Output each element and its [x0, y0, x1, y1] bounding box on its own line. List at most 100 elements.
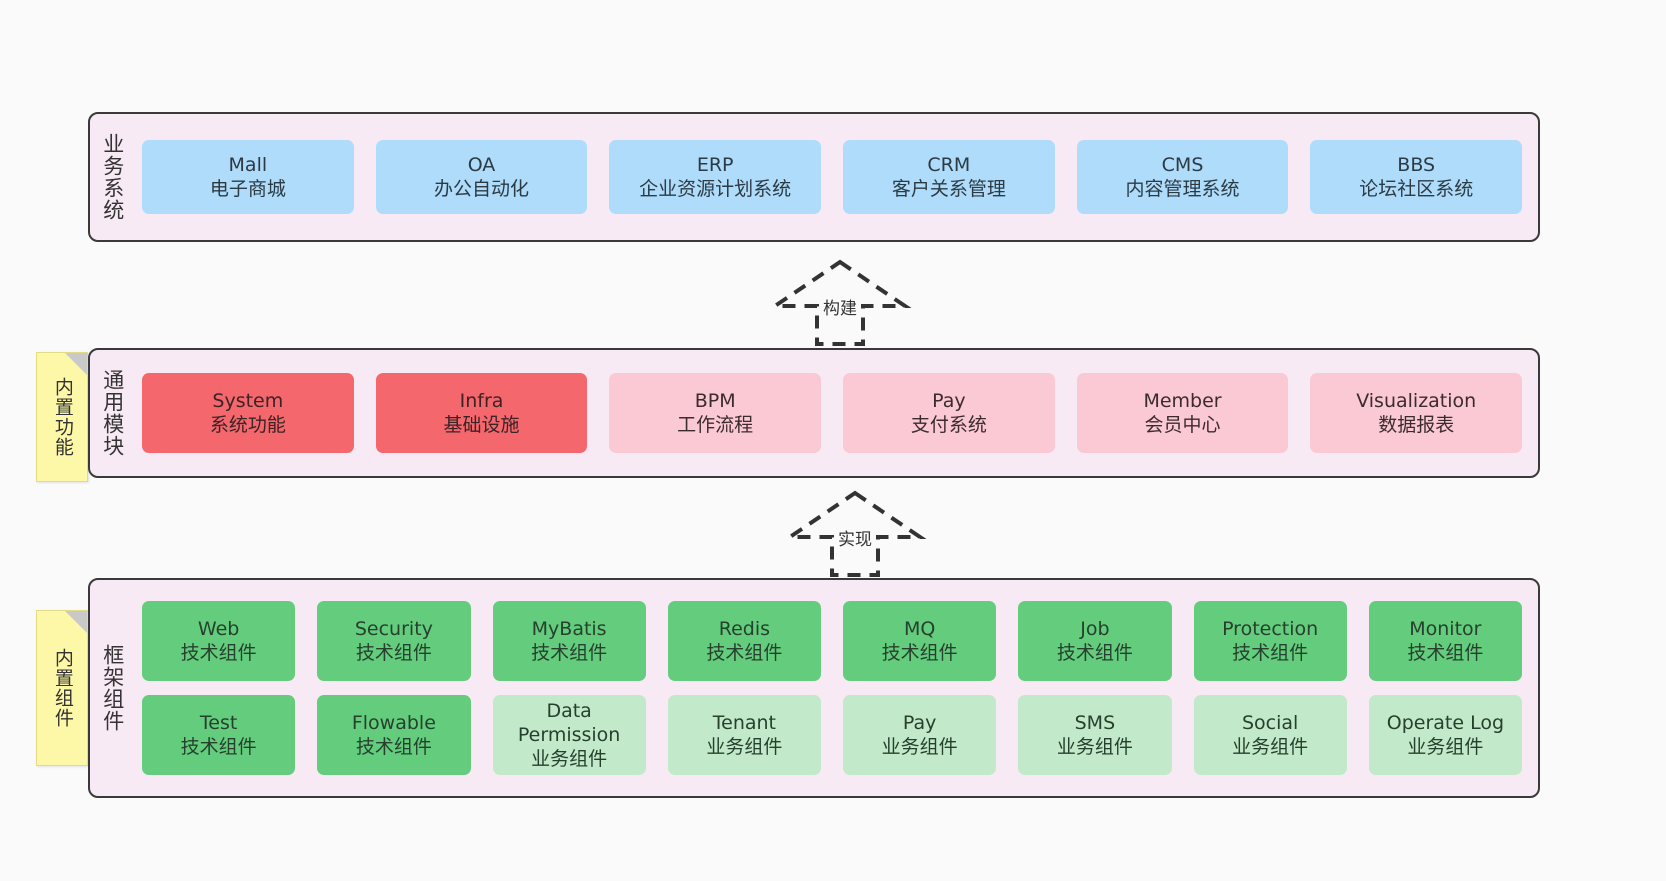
card-subtitle: 系统功能	[209, 414, 286, 436]
card-operate-log[interactable]: Operate Log 业务组件	[1368, 695, 1522, 775]
card-social[interactable]: Social 业务组件	[1193, 695, 1347, 775]
card-oa[interactable]: OA 办公自动化	[375, 140, 588, 214]
layer-common-modules: 通用模块 System 系统功能 Infra 基础设施 BPM 工作流程 Pay…	[88, 348, 1540, 478]
card-subtitle: 会员中心	[1144, 414, 1221, 436]
card-crm[interactable]: CRM 客户关系管理	[843, 140, 1055, 214]
card-job[interactable]: Job 技术组件	[1018, 601, 1172, 681]
note-fold-corner-icon	[65, 611, 87, 633]
card-title: Flowable	[351, 711, 436, 734]
card-subtitle: 业务组件	[1232, 736, 1309, 758]
card-erp[interactable]: ERP 企业资源计划系统	[609, 140, 822, 214]
card-title: Visualization	[1356, 389, 1477, 412]
card-title: Data Permission	[517, 699, 621, 746]
card-subtitle: 技术组件	[180, 736, 257, 758]
layer-framework-components: 框架组件 Web 技术组件 Security 技术组件 MyBatis 技术组件…	[88, 578, 1540, 798]
card-bpm[interactable]: BPM 工作流程	[609, 373, 822, 453]
common-card-row: System 系统功能 Infra 基础设施 BPM 工作流程 Pay 支付系统…	[142, 373, 1523, 453]
card-subtitle: 技术组件	[1056, 642, 1133, 664]
card-mall[interactable]: Mall 电子商城	[142, 140, 354, 214]
arrow-implement: 实现	[770, 487, 940, 579]
arrow-build-icon	[768, 259, 912, 346]
card-mybatis[interactable]: MyBatis 技术组件	[492, 601, 646, 681]
card-subtitle: 技术组件	[531, 642, 608, 664]
layer-common-title: 通用模块	[100, 369, 125, 457]
card-redis[interactable]: Redis 技术组件	[667, 601, 821, 681]
arrow-implement-label: 实现	[838, 530, 872, 550]
card-bbs[interactable]: BBS 论坛社区系统	[1310, 140, 1523, 214]
card-data-permission[interactable]: Data Permission 业务组件	[492, 695, 646, 775]
card-title: Test	[199, 711, 238, 734]
layer-business-title: 业务系统	[100, 133, 125, 221]
card-security[interactable]: Security 技术组件	[317, 601, 471, 681]
card-subtitle: 技术组件	[180, 642, 257, 664]
card-web[interactable]: Web 技术组件	[142, 601, 296, 681]
card-subtitle: 技术组件	[355, 642, 432, 664]
card-subtitle: 业务组件	[1056, 736, 1133, 758]
card-subtitle: 办公自动化	[434, 178, 530, 200]
card-subtitle: 企业资源计划系统	[639, 178, 792, 200]
card-title: CMS	[1161, 153, 1204, 176]
card-pay-business[interactable]: Pay 业务组件	[843, 695, 997, 775]
card-title: Mall	[228, 153, 268, 176]
card-title: Infra	[459, 389, 504, 412]
card-subtitle: 技术组件	[706, 642, 783, 664]
card-title: BBS	[1397, 153, 1436, 176]
card-sms[interactable]: SMS 业务组件	[1018, 695, 1172, 775]
card-subtitle: 基础设施	[443, 414, 520, 436]
card-title: CRM	[927, 153, 971, 176]
card-title: Security	[354, 617, 433, 640]
card-title: System	[212, 389, 284, 412]
card-title: Job	[1080, 617, 1110, 640]
card-pay[interactable]: Pay 支付系统	[843, 373, 1055, 453]
arrow-implement-icon	[783, 490, 927, 577]
card-mq[interactable]: MQ 技术组件	[843, 601, 997, 681]
card-flowable[interactable]: Flowable 技术组件	[317, 695, 471, 775]
card-subtitle: 技术组件	[1407, 642, 1484, 664]
card-subtitle: 业务组件	[531, 748, 608, 771]
card-title: MQ	[903, 617, 936, 640]
card-title: Redis	[718, 617, 771, 640]
card-monitor[interactable]: Monitor 技术组件	[1368, 601, 1522, 681]
card-system[interactable]: System 系统功能	[142, 373, 354, 453]
card-subtitle: 技术组件	[881, 642, 958, 664]
card-cms[interactable]: CMS 内容管理系统	[1076, 140, 1289, 214]
note-builtin-features: 内置功能	[36, 352, 88, 482]
framework-card-row-1: Web 技术组件 Security 技术组件 MyBatis 技术组件 Redi…	[142, 601, 1522, 681]
arrow-build-label: 构建	[823, 299, 857, 319]
card-subtitle: 客户关系管理	[891, 178, 1006, 200]
card-title: MyBatis	[531, 617, 607, 640]
card-subtitle: 技术组件	[355, 736, 432, 758]
card-tenant[interactable]: Tenant 业务组件	[667, 695, 821, 775]
card-subtitle: 业务组件	[706, 736, 783, 758]
card-subtitle: 技术组件	[1232, 642, 1309, 664]
card-infra[interactable]: Infra 基础设施	[375, 373, 588, 453]
layer-framework-title: 框架组件	[100, 644, 125, 732]
card-title: SMS	[1074, 711, 1116, 734]
card-member[interactable]: Member 会员中心	[1076, 373, 1289, 453]
business-card-row: Mall 电子商城 OA 办公自动化 ERP 企业资源计划系统 CRM 客户关系…	[142, 140, 1523, 214]
card-title: BPM	[694, 389, 736, 412]
note-label: 内置功能	[51, 377, 74, 457]
card-title: Monitor	[1409, 617, 1482, 640]
card-title: ERP	[696, 153, 734, 176]
card-subtitle: 支付系统	[910, 414, 987, 436]
card-subtitle: 论坛社区系统	[1359, 178, 1474, 200]
card-subtitle: 业务组件	[1407, 736, 1484, 758]
card-visualization[interactable]: Visualization 数据报表	[1310, 373, 1523, 453]
card-test[interactable]: Test 技术组件	[142, 695, 296, 775]
card-title: Protection	[1222, 617, 1319, 640]
framework-card-row-2: Test 技术组件 Flowable 技术组件 Data Permission …	[142, 695, 1522, 775]
card-title: Web	[197, 617, 240, 640]
note-label: 内置组件	[51, 648, 74, 728]
card-title: Social	[1241, 711, 1299, 734]
layer-common-body: System 系统功能 Infra 基础设施 BPM 工作流程 Pay 支付系统…	[134, 350, 1538, 476]
card-title: OA	[467, 153, 496, 176]
card-title: Operate Log	[1386, 711, 1505, 734]
card-subtitle: 工作流程	[677, 414, 754, 436]
card-protection[interactable]: Protection 技术组件	[1193, 601, 1347, 681]
layer-business-body: Mall 电子商城 OA 办公自动化 ERP 企业资源计划系统 CRM 客户关系…	[134, 114, 1538, 240]
card-title: Pay	[932, 389, 966, 412]
layer-framework-body: Web 技术组件 Security 技术组件 MyBatis 技术组件 Redi…	[134, 580, 1538, 796]
layer-business-systems: 业务系统 Mall 电子商城 OA 办公自动化 ERP 企业资源计划系统 CRM…	[88, 112, 1540, 242]
